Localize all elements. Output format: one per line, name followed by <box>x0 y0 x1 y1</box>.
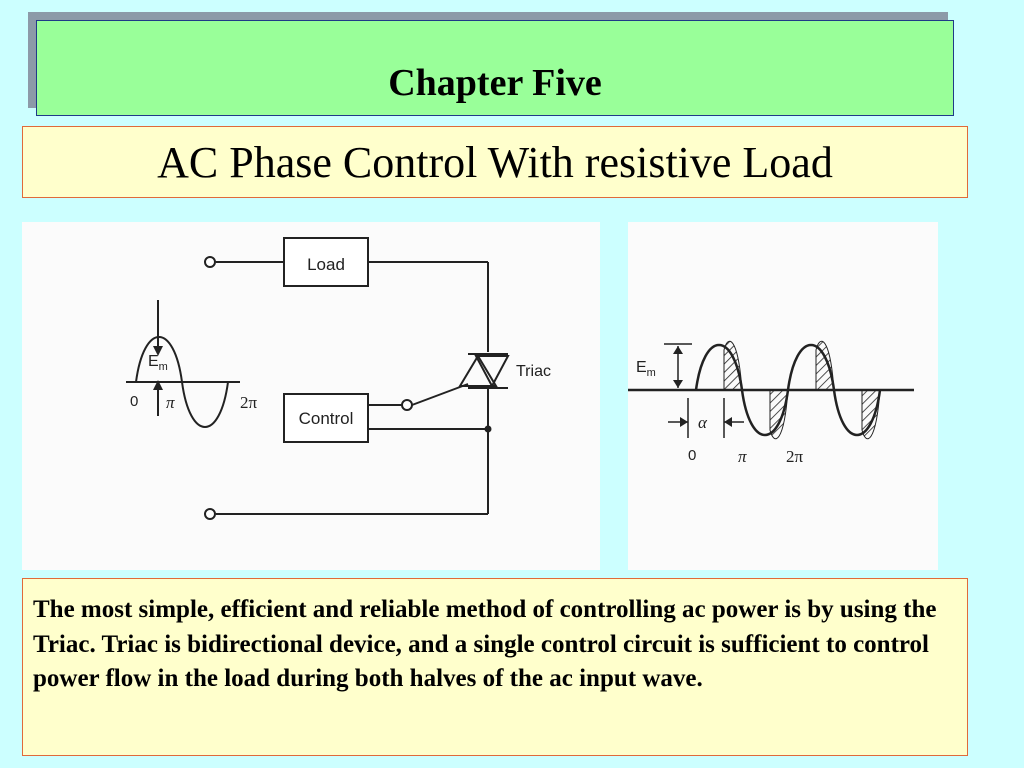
alpha-arrowhead-left <box>680 417 688 427</box>
circuit-diagram-panel: Load Control Triac Em 0 π 2π <box>22 222 600 570</box>
control-box <box>283 393 369 443</box>
em-arrowhead-down <box>673 380 683 388</box>
junction-dot <box>484 425 492 433</box>
description-box: The most simple, efficient and reliable … <box>22 578 968 756</box>
pi-label: π <box>738 447 747 466</box>
sine-wave <box>135 336 229 428</box>
em-label: Em <box>148 353 168 373</box>
subtitle-box: AC Phase Control With resistive Load <box>22 126 968 198</box>
em-arrowhead-up <box>673 346 683 354</box>
zero-label: 0 <box>130 393 138 410</box>
zero-label: 0 <box>688 447 696 464</box>
load-label: Load <box>307 255 345 274</box>
triac-triangle-up <box>474 355 510 389</box>
alpha-label: α <box>698 413 708 432</box>
pi-arrowhead <box>153 380 163 390</box>
two-pi-label: 2π <box>786 447 804 466</box>
wire-gate-lead <box>411 383 469 406</box>
pi-label: π <box>166 393 175 412</box>
description-text: The most simple, efficient and reliable … <box>33 596 937 692</box>
phase-waveform: Em α 0 π 2π <box>628 340 914 466</box>
control-label: Control <box>299 409 354 428</box>
em-label: Em <box>636 359 656 379</box>
circuit-diagram: Load Control Triac Em 0 π 2π <box>126 237 551 520</box>
load-box <box>283 237 369 287</box>
waveform-panel: Em α 0 π 2π <box>628 222 938 570</box>
two-pi-label: 2π <box>240 393 258 412</box>
triac-label: Triac <box>516 363 551 380</box>
em-arrowhead <box>153 346 163 356</box>
alpha-arrowhead-right <box>724 417 732 427</box>
slide-subtitle: AC Phase Control With resistive Load <box>157 137 833 187</box>
terminal-bottom <box>204 508 216 520</box>
terminal-gate <box>401 399 413 411</box>
title-box: Chapter Five <box>36 20 954 116</box>
slide-title: Chapter Five <box>388 62 602 104</box>
terminal-top <box>204 256 216 268</box>
triac-triangle-down <box>458 354 498 387</box>
sine-wave <box>694 344 882 436</box>
